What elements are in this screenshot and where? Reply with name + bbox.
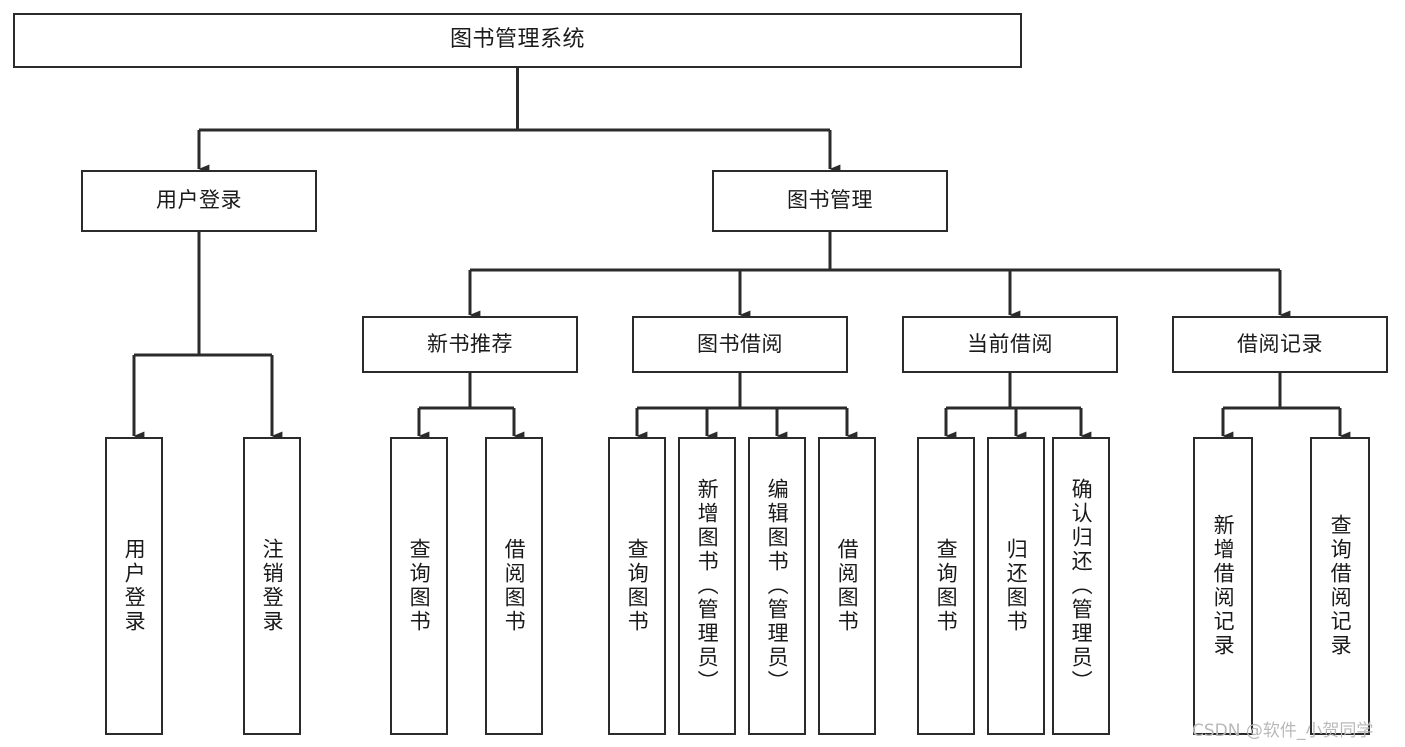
node-leaf-cb-confirm[interactable]: 确认归还（管理员）	[1052, 437, 1110, 735]
node-leaf-rec-query[interactable]: 查询图书	[390, 437, 448, 735]
node-label: 图书管理系统	[449, 27, 585, 53]
node-leaf-bb-edit[interactable]: 编辑图书（管理员）	[748, 437, 806, 735]
node-new-book-rec[interactable]: 新书推荐	[362, 316, 578, 373]
node-label: 确认归还（管理员）	[1069, 478, 1094, 694]
node-label: 归还图书	[1004, 538, 1029, 634]
node-book-manage[interactable]: 图书管理	[712, 170, 948, 232]
node-leaf-user-login[interactable]: 用户登录	[105, 437, 163, 735]
node-label: 新书推荐	[427, 331, 513, 356]
node-leaf-bb-borrow[interactable]: 借阅图书	[818, 437, 876, 735]
node-label: 查询图书	[407, 538, 432, 634]
node-label: 用户登录	[156, 188, 242, 213]
node-label: 借阅图书	[502, 538, 527, 634]
node-label: 图书管理	[787, 188, 873, 213]
node-leaf-br-query[interactable]: 查询借阅记录	[1310, 437, 1370, 735]
node-label: 新增借阅记录	[1211, 514, 1236, 658]
node-leaf-bb-query[interactable]: 查询图书	[608, 437, 666, 735]
node-label: 编辑图书（管理员）	[765, 478, 790, 694]
node-label: 图书借阅	[697, 331, 783, 356]
node-leaf-rec-borrow[interactable]: 借阅图书	[485, 437, 543, 735]
node-label: 查询借阅记录	[1328, 514, 1353, 658]
node-current-borrow[interactable]: 当前借阅	[902, 316, 1118, 373]
node-label: 当前借阅	[967, 331, 1053, 356]
node-leaf-br-add[interactable]: 新增借阅记录	[1193, 437, 1253, 735]
node-label: 新增图书（管理员）	[695, 478, 720, 694]
watermark-label: CSDN @软件_小贺同学	[1192, 721, 1374, 741]
node-label: 查询图书	[934, 538, 959, 634]
node-book-borrow[interactable]: 图书借阅	[632, 316, 848, 373]
node-label: 借阅图书	[835, 538, 860, 634]
node-leaf-user-logout[interactable]: 注销登录	[243, 437, 301, 735]
node-root[interactable]: 图书管理系统	[13, 13, 1022, 68]
node-leaf-cb-query[interactable]: 查询图书	[917, 437, 975, 735]
node-label: 查询图书	[625, 538, 650, 634]
node-leaf-cb-return[interactable]: 归还图书	[987, 437, 1045, 735]
node-label: 借阅记录	[1237, 331, 1323, 356]
node-borrow-record[interactable]: 借阅记录	[1172, 316, 1388, 373]
node-user-login[interactable]: 用户登录	[81, 170, 317, 232]
node-label: 用户登录	[122, 538, 147, 634]
node-label: 注销登录	[260, 538, 285, 634]
node-leaf-bb-add[interactable]: 新增图书（管理员）	[678, 437, 736, 735]
